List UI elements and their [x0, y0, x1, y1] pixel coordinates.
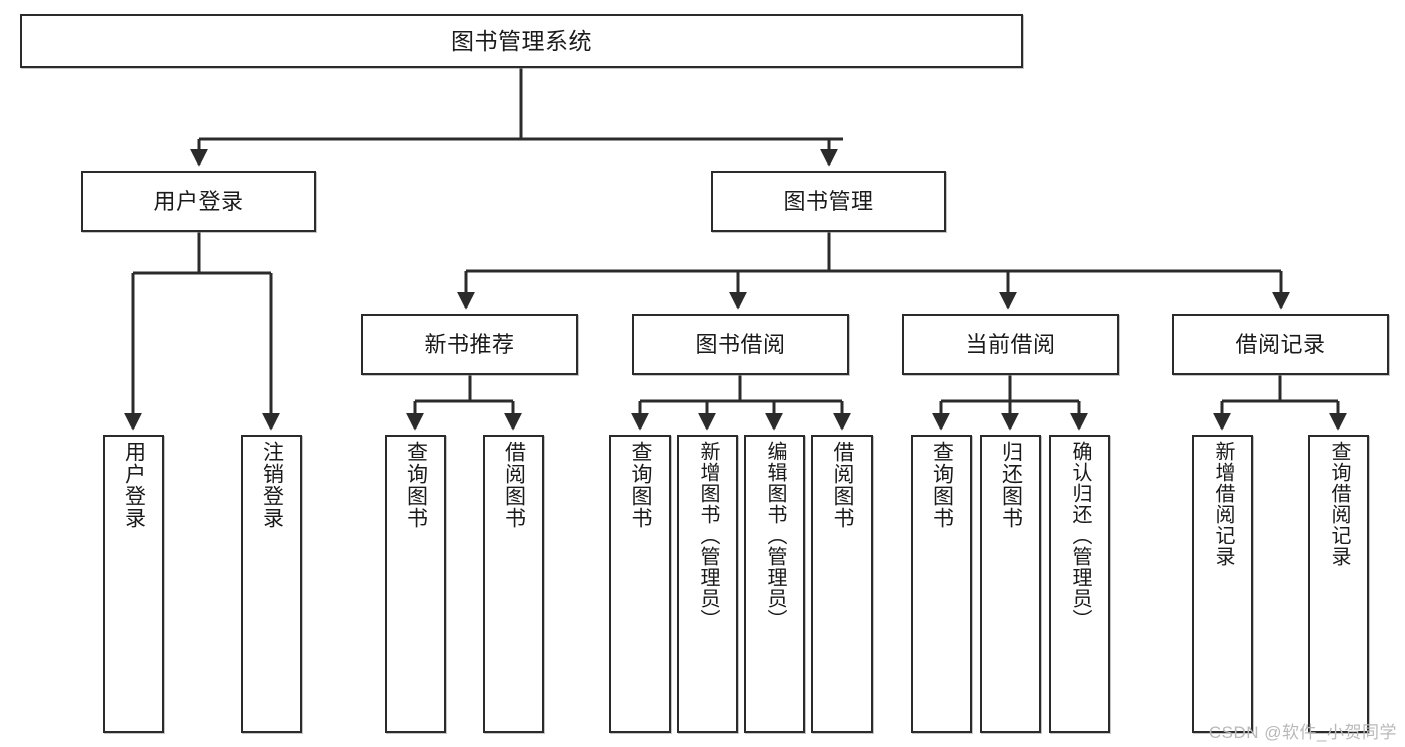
- leaf-borrow-book-2[interactable]: 借阅图书: [811, 435, 873, 733]
- node-user-login[interactable]: 用户登录: [81, 171, 316, 232]
- node-new-book-recommend[interactable]: 新书推荐: [361, 314, 578, 375]
- node-book-manage[interactable]: 图书管理: [711, 171, 946, 232]
- node-current-borrow[interactable]: 当前借阅: [902, 314, 1119, 375]
- leaf-query-book-2-label: 查询图书: [629, 441, 653, 529]
- leaf-borrow-book-1[interactable]: 借阅图书: [483, 435, 544, 733]
- node-root-label: 图书管理系统: [451, 27, 592, 54]
- leaf-query-book-1-label: 查询图书: [404, 441, 428, 529]
- leaf-add-record[interactable]: 新增借阅记录: [1192, 435, 1253, 733]
- leaf-edit-book[interactable]: 编辑图书（管理员）: [744, 435, 805, 733]
- node-book-borrow-label: 图书借阅: [695, 331, 786, 357]
- leaf-add-book[interactable]: 新增图书（管理员）: [677, 435, 738, 733]
- leaf-query-book-1[interactable]: 查询图书: [385, 435, 446, 733]
- node-root[interactable]: 图书管理系统: [20, 14, 1023, 68]
- leaf-user-login[interactable]: 用户登录: [103, 435, 164, 733]
- leaf-borrow-book-1-label: 借阅图书: [502, 441, 526, 529]
- leaf-logout-login[interactable]: 注销登录: [241, 435, 302, 733]
- node-new-book-recommend-label: 新书推荐: [424, 331, 515, 357]
- leaf-logout-login-label: 注销登录: [260, 441, 284, 529]
- leaf-edit-book-label: 编辑图书（管理员）: [764, 441, 786, 630]
- node-borrow-record[interactable]: 借阅记录: [1172, 314, 1389, 375]
- leaf-query-record[interactable]: 查询借阅记录: [1308, 435, 1369, 733]
- node-current-borrow-label: 当前借阅: [965, 331, 1056, 357]
- leaf-add-book-label: 新增图书（管理员）: [697, 441, 719, 630]
- leaf-return-book[interactable]: 归还图书: [980, 435, 1041, 733]
- node-book-manage-label: 图书管理: [783, 188, 874, 214]
- leaf-user-login-label: 用户登录: [122, 441, 146, 529]
- leaf-confirm-return-label: 确认归还（管理员）: [1069, 441, 1091, 630]
- leaf-query-book-3[interactable]: 查询图书: [911, 435, 972, 733]
- leaf-query-record-label: 查询借阅记录: [1328, 441, 1350, 567]
- node-book-borrow[interactable]: 图书借阅: [632, 314, 849, 375]
- node-borrow-record-label: 借阅记录: [1235, 331, 1326, 357]
- leaf-return-book-label: 归还图书: [999, 441, 1023, 529]
- leaf-query-book-2[interactable]: 查询图书: [609, 435, 671, 733]
- leaf-query-book-3-label: 查询图书: [930, 441, 954, 529]
- leaf-borrow-book-2-label: 借阅图书: [831, 441, 855, 529]
- node-user-login-label: 用户登录: [153, 188, 244, 214]
- leaf-add-record-label: 新增借阅记录: [1212, 441, 1234, 567]
- watermark: CSDN @软件_小贺同学: [1208, 723, 1397, 742]
- leaf-confirm-return[interactable]: 确认归还（管理员）: [1049, 435, 1110, 733]
